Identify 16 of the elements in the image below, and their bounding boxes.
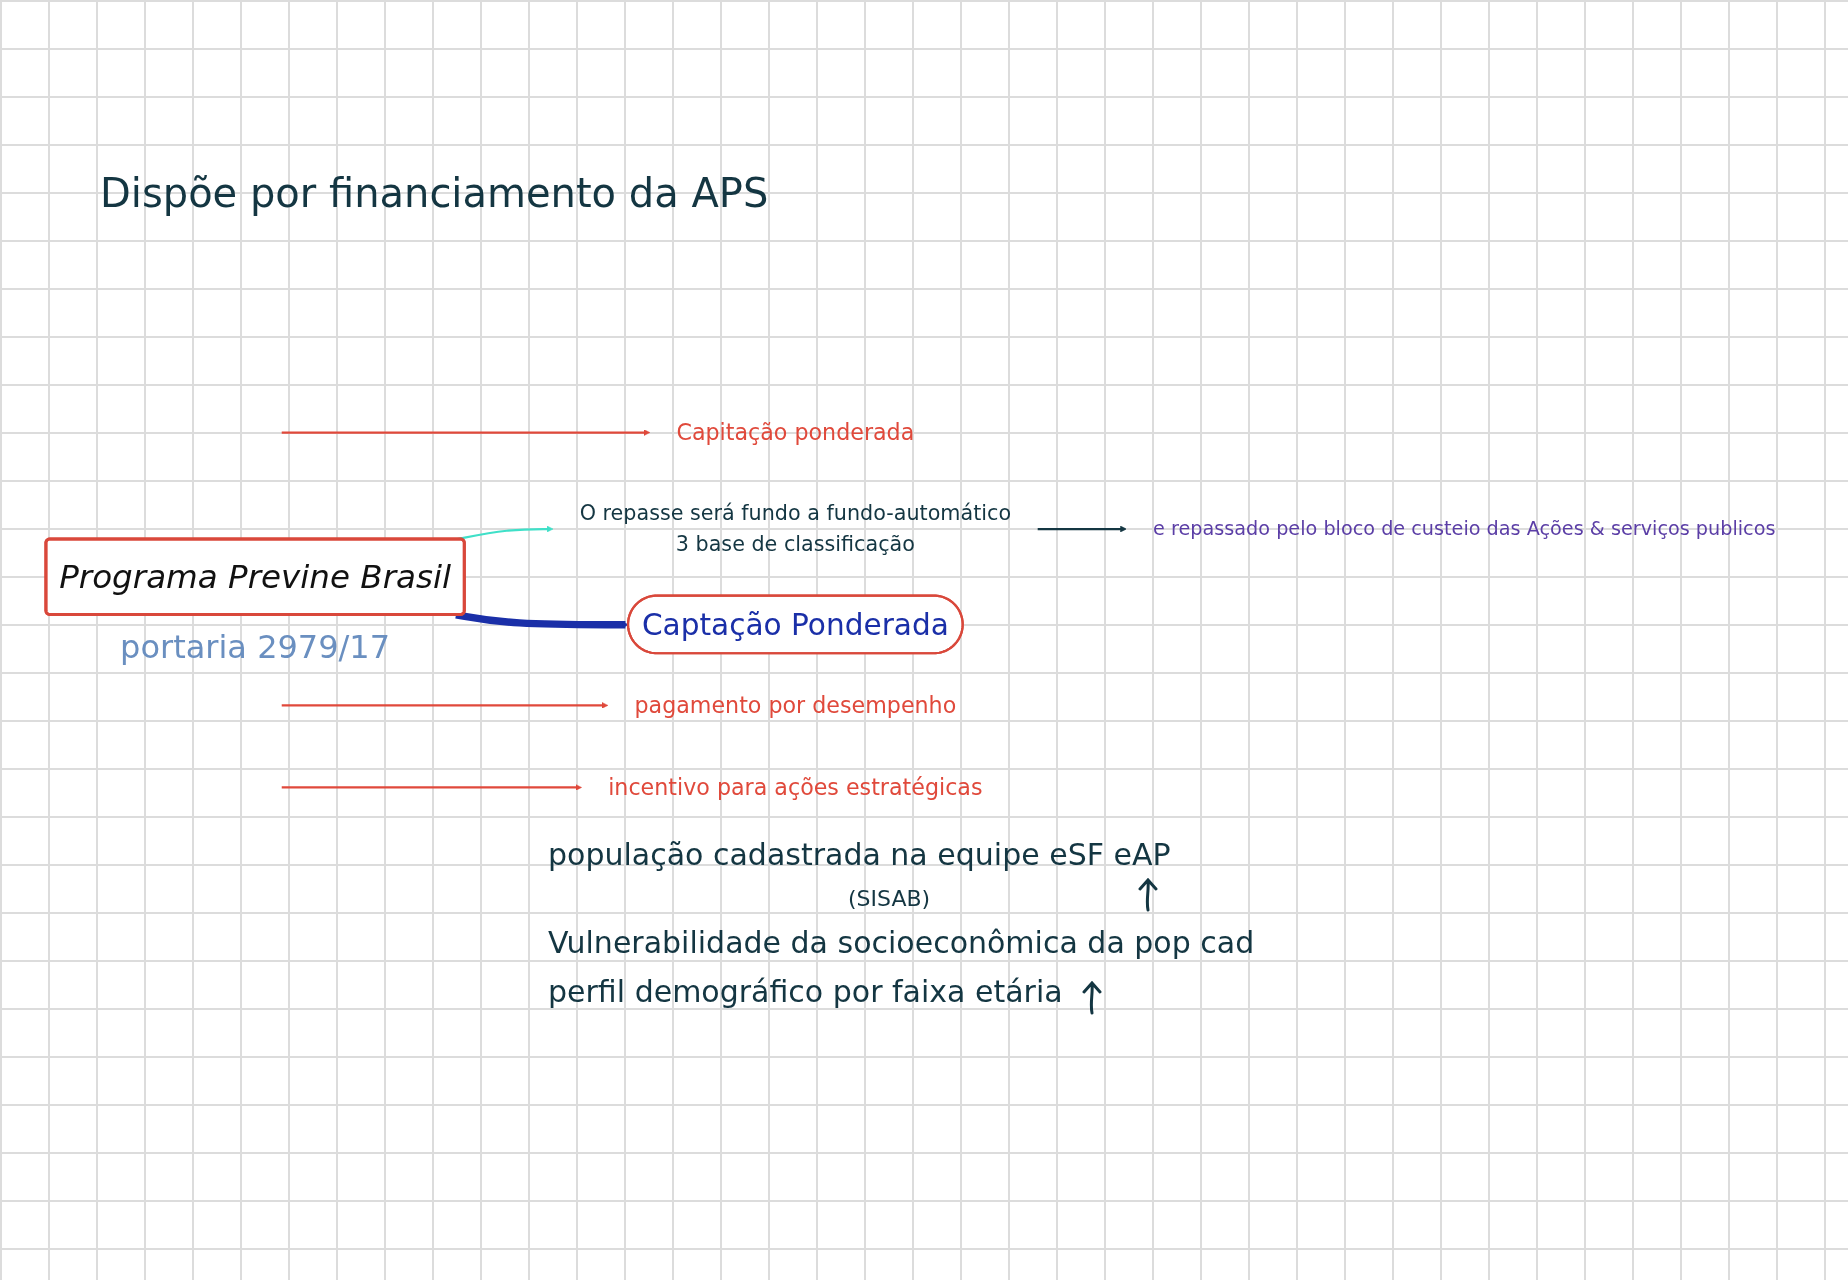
node-text: Capitação ponderada — [676, 419, 915, 446]
node-text: O repasse será fundo a fundo-automático 3 base de classificação — [579, 500, 1012, 557]
caption-text: portaria 2979/17 — [120, 628, 391, 667]
arrow — [1037, 525, 1127, 533]
note-text: (SISAB) — [848, 886, 931, 912]
arrow — [281, 784, 582, 791]
note-text: Dispõe por financiamento da APS — [100, 170, 769, 216]
note-text: população cadastrada na equipe eSF eAP — [548, 837, 1171, 873]
node-text: e repassado pelo bloco de custeio das Ações & serviços publicos — [1153, 517, 1776, 540]
note-text: perfil demográfico por faixa etária — [548, 974, 1063, 1010]
node-text: pagamento por desempenho — [634, 692, 957, 719]
arrow — [281, 429, 651, 436]
arrow — [281, 702, 609, 709]
node-text: incentivo para ações estratégicas — [608, 774, 983, 801]
note-text: Vulnerabilidade da socioeconômica da pop cad — [548, 925, 1255, 961]
arrow — [455, 611, 629, 629]
